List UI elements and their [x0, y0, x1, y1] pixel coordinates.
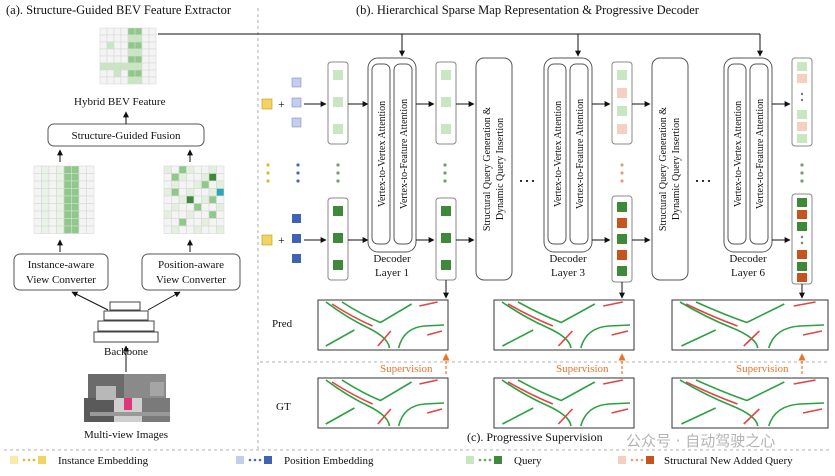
gt-map: [317, 377, 449, 429]
arrow-backbone-to-instance: [71, 291, 109, 311]
instance-embedding-bottom: [261, 234, 273, 246]
ellipsis-2: …: [694, 166, 712, 186]
legend-structural-label: Structural New Added Query: [664, 455, 793, 467]
pred-map: [317, 299, 449, 351]
query-column-dec1-bottom: [435, 197, 457, 281]
decoder-3-v2v-label: Vertex-to-Vertex Attention: [553, 101, 564, 207]
legend-query-swatches: [466, 456, 502, 464]
instance-view-converter-line2: View Converter: [26, 274, 96, 286]
gt-map: [493, 377, 635, 429]
legend-position-label: Position Embedding: [284, 455, 374, 467]
watermark: 公众号 · 自动驾驶之心: [626, 432, 775, 450]
decoder-3-word: Decoder: [549, 253, 587, 265]
decoder-1-word: Decoder: [373, 253, 411, 265]
supervision-arrows: [442, 353, 806, 374]
instance-embedding-top: [261, 98, 273, 110]
supervision-label-2: Supervision: [556, 363, 609, 375]
position-view-converter-line1: Position-aware: [158, 259, 224, 271]
decoder-1-v2f-label: Vertex-to-Feature Attention: [399, 99, 410, 209]
sqg-block-1: [475, 57, 513, 281]
backbone-stack: [93, 301, 159, 343]
position-bev-grid: [163, 165, 225, 234]
decoder-6-layer: Layer 6: [731, 267, 765, 279]
query-column-dec1-top: [435, 61, 457, 145]
arrow-backbone-to-position: [147, 291, 181, 311]
legend-instance-swatches: [10, 456, 46, 464]
panel-a-title: (a). Structure-Guided BEV Feature Extrac…: [6, 3, 232, 17]
supervision-label-1: Supervision: [380, 363, 433, 375]
map-panels: [317, 299, 829, 429]
position-embedding-bottom: [292, 214, 301, 263]
plus-top: +: [278, 97, 285, 111]
decoder-1-v2f-block: [393, 63, 413, 245]
panel-b-title: (b). Hierarchical Sparse Map Representat…: [356, 3, 700, 17]
decoder-3-v2v-block: [547, 63, 567, 245]
multi-view-images-label: Multi-view Images: [84, 429, 168, 441]
query-column-input-top: [327, 61, 349, 145]
legend-position-swatches: [236, 456, 272, 464]
decoder-1-v2v-block: [371, 63, 391, 245]
legend-structural-swatches: [618, 456, 654, 464]
decoder-6-v2f-label: Vertex-to-Feature Attention: [755, 99, 766, 209]
pred-label: Pred: [272, 318, 293, 330]
sqg-1-line2: Dynamic Query Insertion: [495, 118, 506, 220]
decoder-1-v2v-label: Vertex-to-Vertex Attention: [377, 101, 388, 207]
instance-view-converter-line1: Instance-aware: [28, 259, 95, 271]
decoder-6-word: Decoder: [729, 253, 767, 265]
sqg-2-line1: Structural Query Generation &: [658, 107, 669, 231]
decoder-3-v2f-label: Vertex-to-Feature Attention: [575, 99, 586, 209]
query-column-dec6-bottom: [791, 193, 813, 285]
ellipsis-1: …: [518, 166, 536, 186]
embedding-dots: [266, 163, 804, 183]
panel-c-title: (c). Progressive Supervision: [467, 430, 603, 444]
bev-feature-routing: [158, 33, 763, 57]
supervision-label-3: Supervision: [736, 363, 789, 375]
decoder-3-layer: Layer 3: [551, 267, 585, 279]
pred-map: [493, 299, 635, 351]
legend-query-label: Query: [514, 455, 542, 467]
instance-bev-grid: [33, 165, 95, 234]
query-column-dec3-bottom: [611, 195, 633, 283]
hybrid-bev-grid: [99, 27, 157, 85]
gt-label: GT: [276, 401, 291, 413]
multi-view-images: [84, 374, 170, 422]
legend-instance-label: Instance Embedding: [58, 455, 149, 467]
decoder-1-layer: Layer 1: [375, 267, 409, 279]
sqg-block-2: [651, 57, 689, 281]
sqg-1-line1: Structural Query Generation &: [482, 107, 493, 231]
plus-bottom: +: [278, 233, 285, 247]
decoder-6-v2f-block: [749, 63, 769, 245]
decoder-3-v2f-block: [569, 63, 589, 245]
decoder-6-v2v-label: Vertex-to-Vertex Attention: [733, 101, 744, 207]
instance-view-converter-box: [13, 253, 109, 291]
hybrid-bev-label: Hybrid BEV Feature: [74, 96, 166, 108]
sqg-2-line2: Dynamic Query Insertion: [671, 118, 682, 220]
decoder-6-v2v-block: [727, 63, 747, 245]
position-embedding-top: [291, 77, 302, 128]
query-column-dec6-top: [791, 57, 813, 147]
position-view-converter-line2: View Converter: [156, 274, 226, 286]
gt-map: [671, 377, 829, 429]
pred-map: [671, 299, 829, 351]
query-column-dec3-top: [611, 61, 633, 145]
position-view-converter-box: [141, 253, 241, 291]
query-column-input-bottom: [327, 197, 349, 281]
structure-guided-fusion-label: Structure-Guided Fusion: [71, 130, 181, 142]
